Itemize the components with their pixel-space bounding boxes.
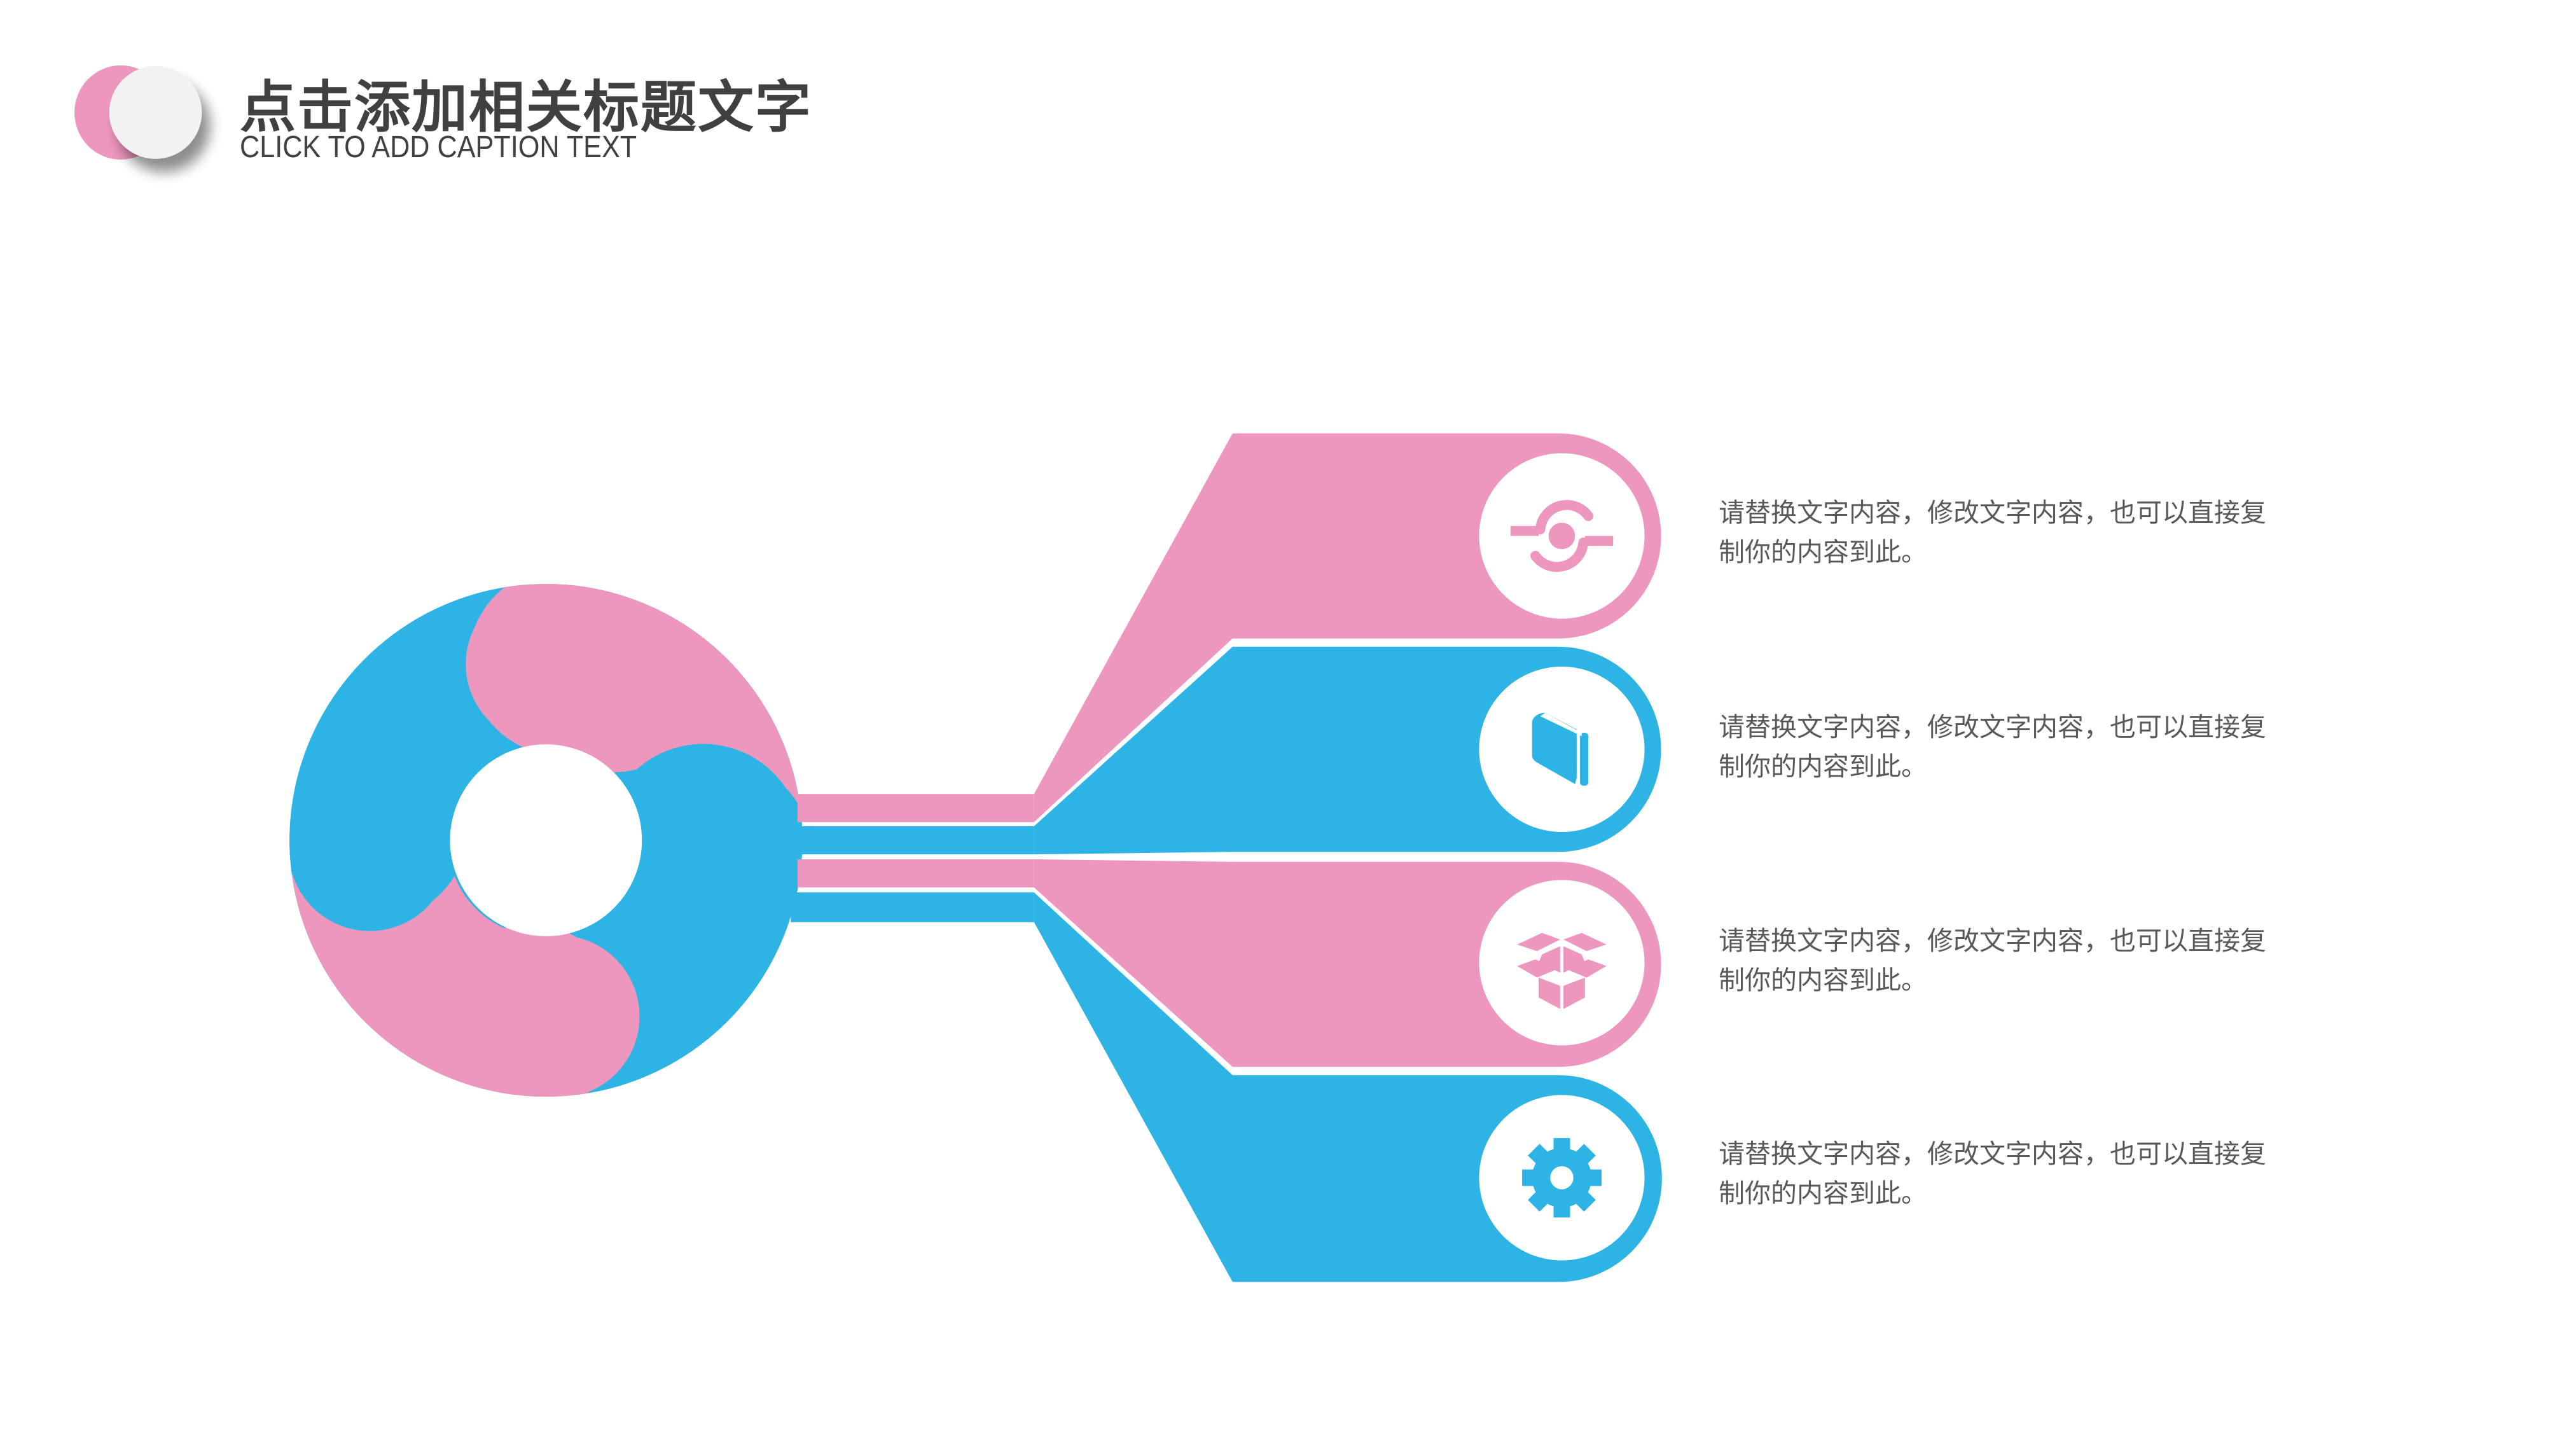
branch-2-text[interactable]: 请替换文字内容，修改文字内容，也可以直接复 制你的内容到此。: [1719, 707, 2310, 786]
branch-1-text[interactable]: 请替换文字内容，修改文字内容，也可以直接复 制你的内容到此。: [1719, 493, 2310, 572]
text-line: 制你的内容到此。: [1719, 751, 1927, 782]
text-line: 请替换文字内容，修改文字内容，也可以直接复: [1719, 1139, 2266, 1169]
text-line: 请替换文字内容，修改文字内容，也可以直接复: [1719, 926, 2266, 956]
branch-3: [1034, 859, 1661, 1067]
branch-1: [1034, 433, 1661, 822]
book-icon: [1532, 712, 1589, 786]
text-line: 请替换文字内容，修改文字内容，也可以直接复: [1719, 712, 2266, 742]
text-line: 制你的内容到此。: [1719, 537, 1927, 567]
donut-hub: [289, 583, 803, 1097]
open-box-icon: [1517, 932, 1607, 1009]
donut-hole: [450, 744, 642, 936]
sync-icon: [1510, 500, 1614, 572]
gear-icon: [1522, 1138, 1602, 1217]
branch-4-text[interactable]: 请替换文字内容，修改文字内容，也可以直接复 制你的内容到此。: [1719, 1134, 2310, 1213]
branch-2: [1034, 646, 1661, 855]
branch-3-text[interactable]: 请替换文字内容，修改文字内容，也可以直接复 制你的内容到此。: [1719, 921, 2310, 1000]
connector-bars: [791, 794, 1034, 922]
text-line: 制你的内容到此。: [1719, 1178, 1927, 1209]
branch-4: [1034, 892, 1662, 1282]
logo-icon: [74, 65, 202, 160]
page-subtitle[interactable]: CLICK TO ADD CAPTION TEXT: [240, 130, 637, 164]
page-title[interactable]: 点击添加相关标题文字: [240, 74, 813, 140]
text-line: 请替换文字内容，修改文字内容，也可以直接复: [1719, 497, 2266, 528]
text-line: 制你的内容到此。: [1719, 965, 1927, 995]
